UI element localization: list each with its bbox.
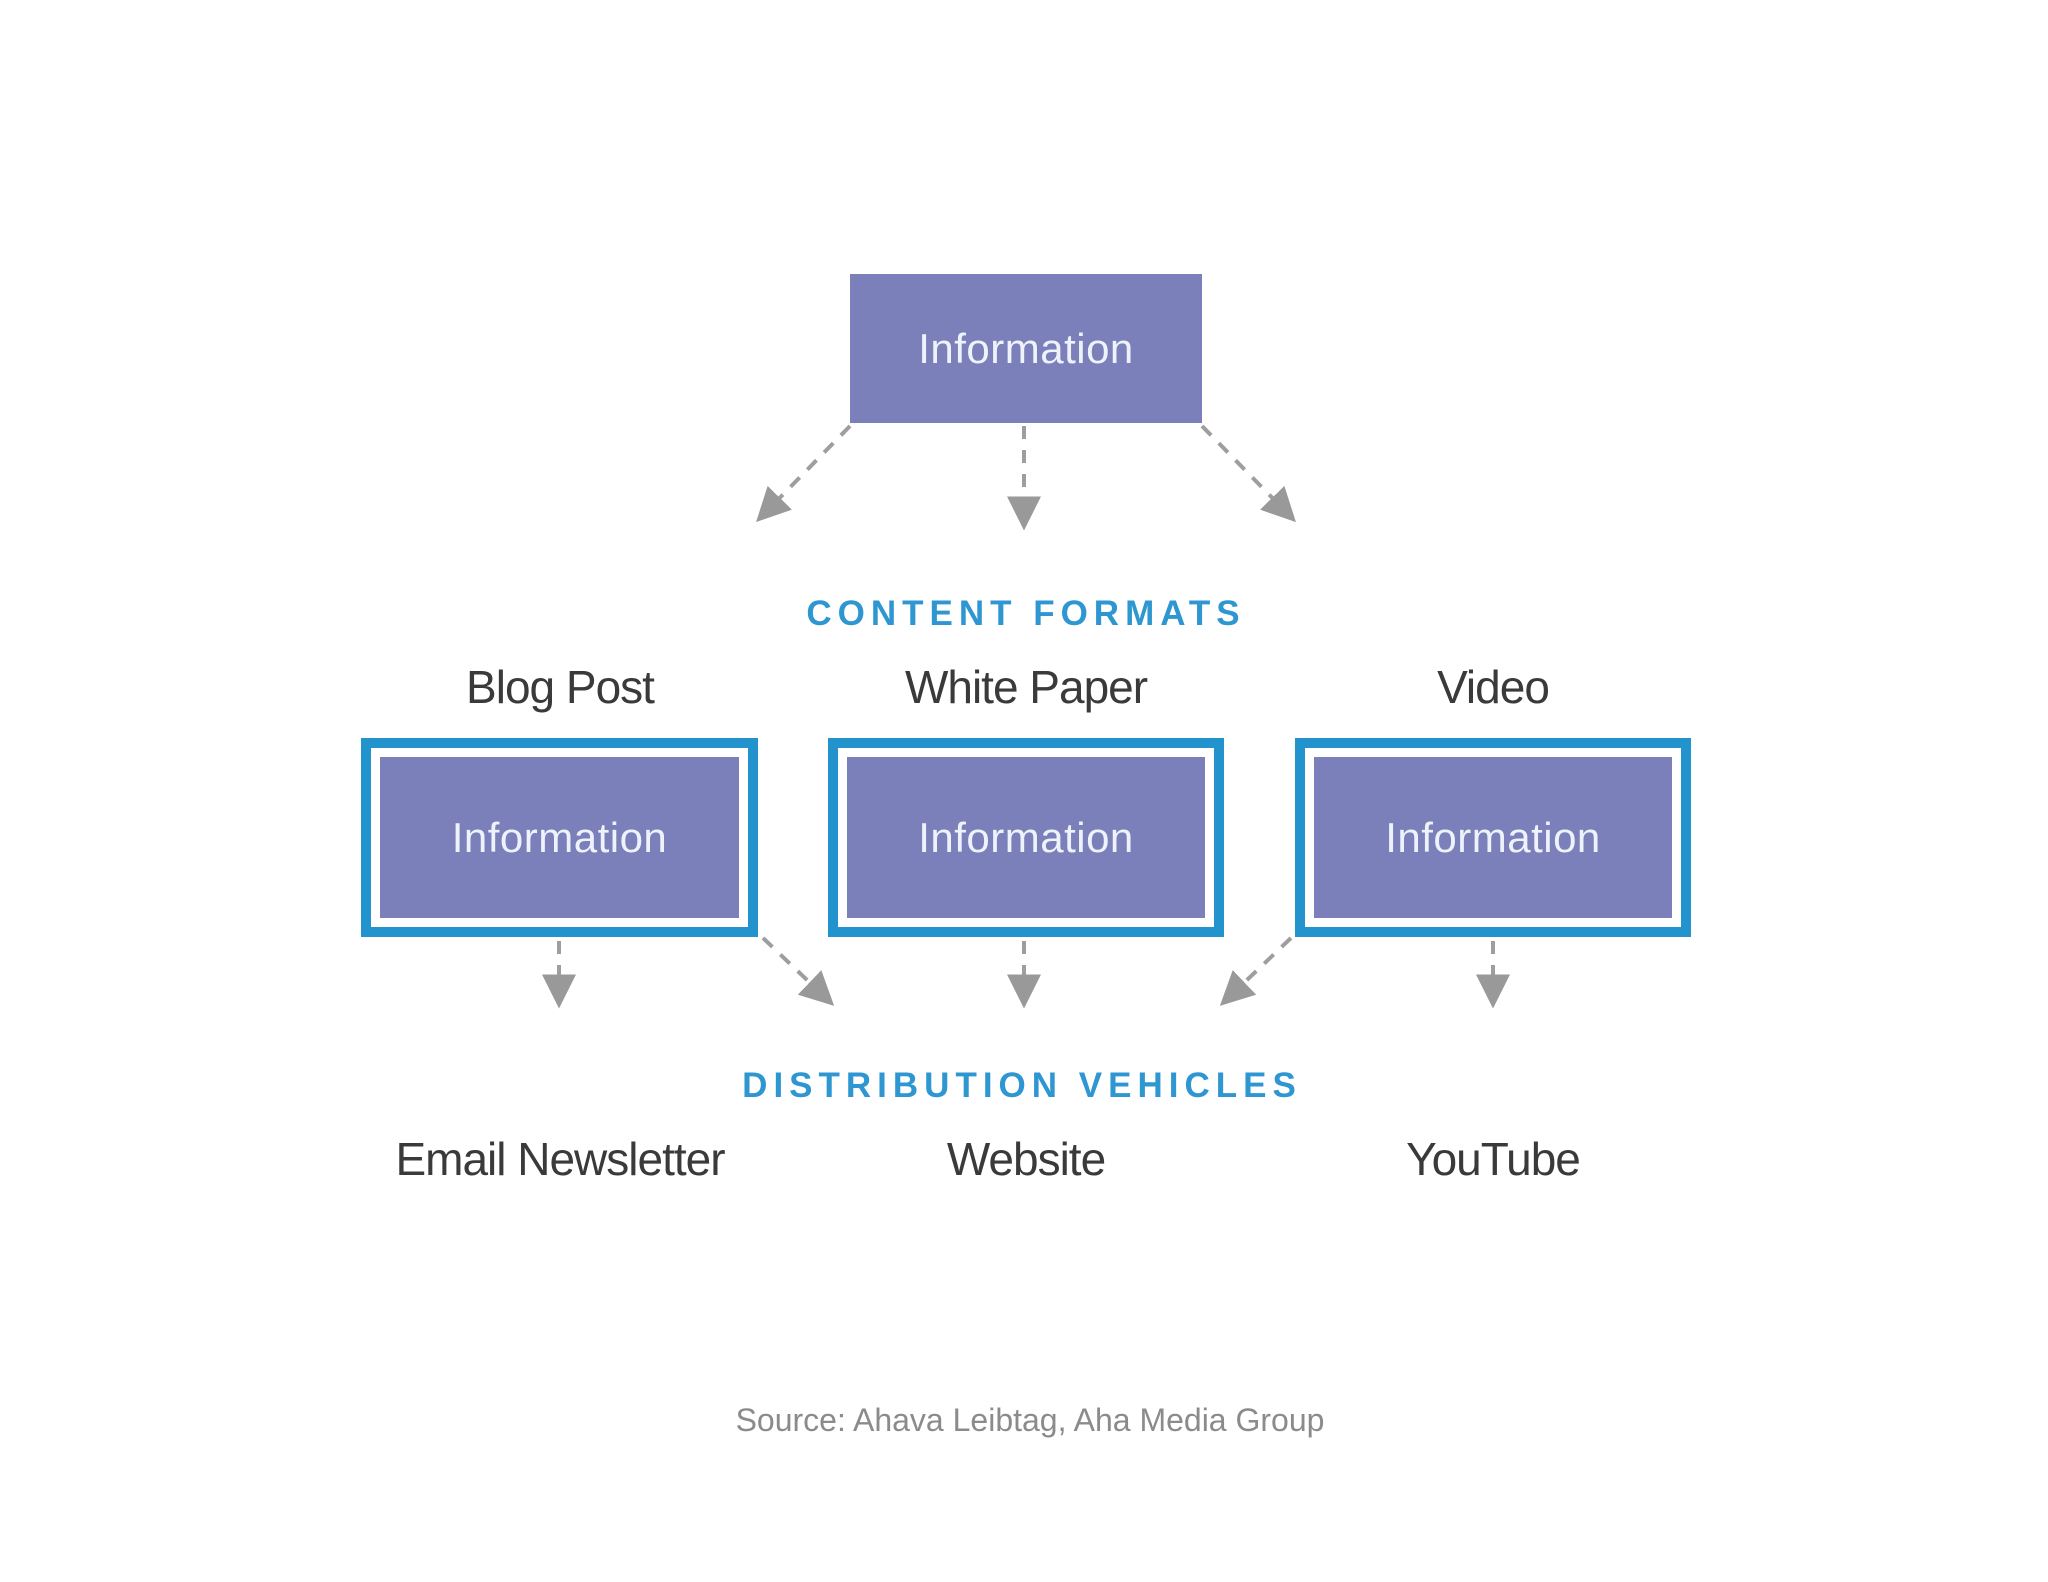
source-credit: Source: Ahava Leibtag, Aha Media Group — [735, 1402, 1325, 1438]
vehicle-label-youtube: YouTube — [1406, 1133, 1581, 1185]
information-source-box: Information — [850, 274, 1202, 423]
vehicle-label-website: Website — [946, 1133, 1106, 1185]
video-information-box: Information — [1295, 738, 1691, 937]
blog-post-information-box-fill: Information — [380, 757, 739, 918]
arrow-blog-post-to-website — [761, 936, 835, 1006]
arrow-information-to-video — [1200, 424, 1296, 523]
format-label-blog-post: Blog Post — [466, 661, 655, 713]
format-label-white-paper: White Paper — [904, 661, 1148, 713]
arrow-video-to-website — [1219, 936, 1293, 1006]
video-information-label: Information — [1385, 813, 1601, 861]
information-source-label: Information — [918, 324, 1134, 372]
blog-post-information-box: Information — [361, 738, 758, 937]
blog-post-information-label: Information — [451, 813, 668, 861]
format-label-video: Video — [1437, 661, 1550, 713]
white-paper-information-label: Information — [918, 813, 1134, 861]
vehicle-label-email-newsletter: Email Newsletter — [395, 1133, 725, 1185]
distribution-vehicles-heading: DISTRIBUTION VEHICLES — [742, 1066, 1302, 1105]
white-paper-information-box-fill: Information — [847, 757, 1205, 918]
content-formats-heading: CONTENT FORMATS — [806, 594, 1246, 633]
video-information-box-fill: Information — [1314, 757, 1672, 918]
arrow-information-to-blog-post — [756, 424, 852, 523]
white-paper-information-box: Information — [828, 738, 1224, 937]
